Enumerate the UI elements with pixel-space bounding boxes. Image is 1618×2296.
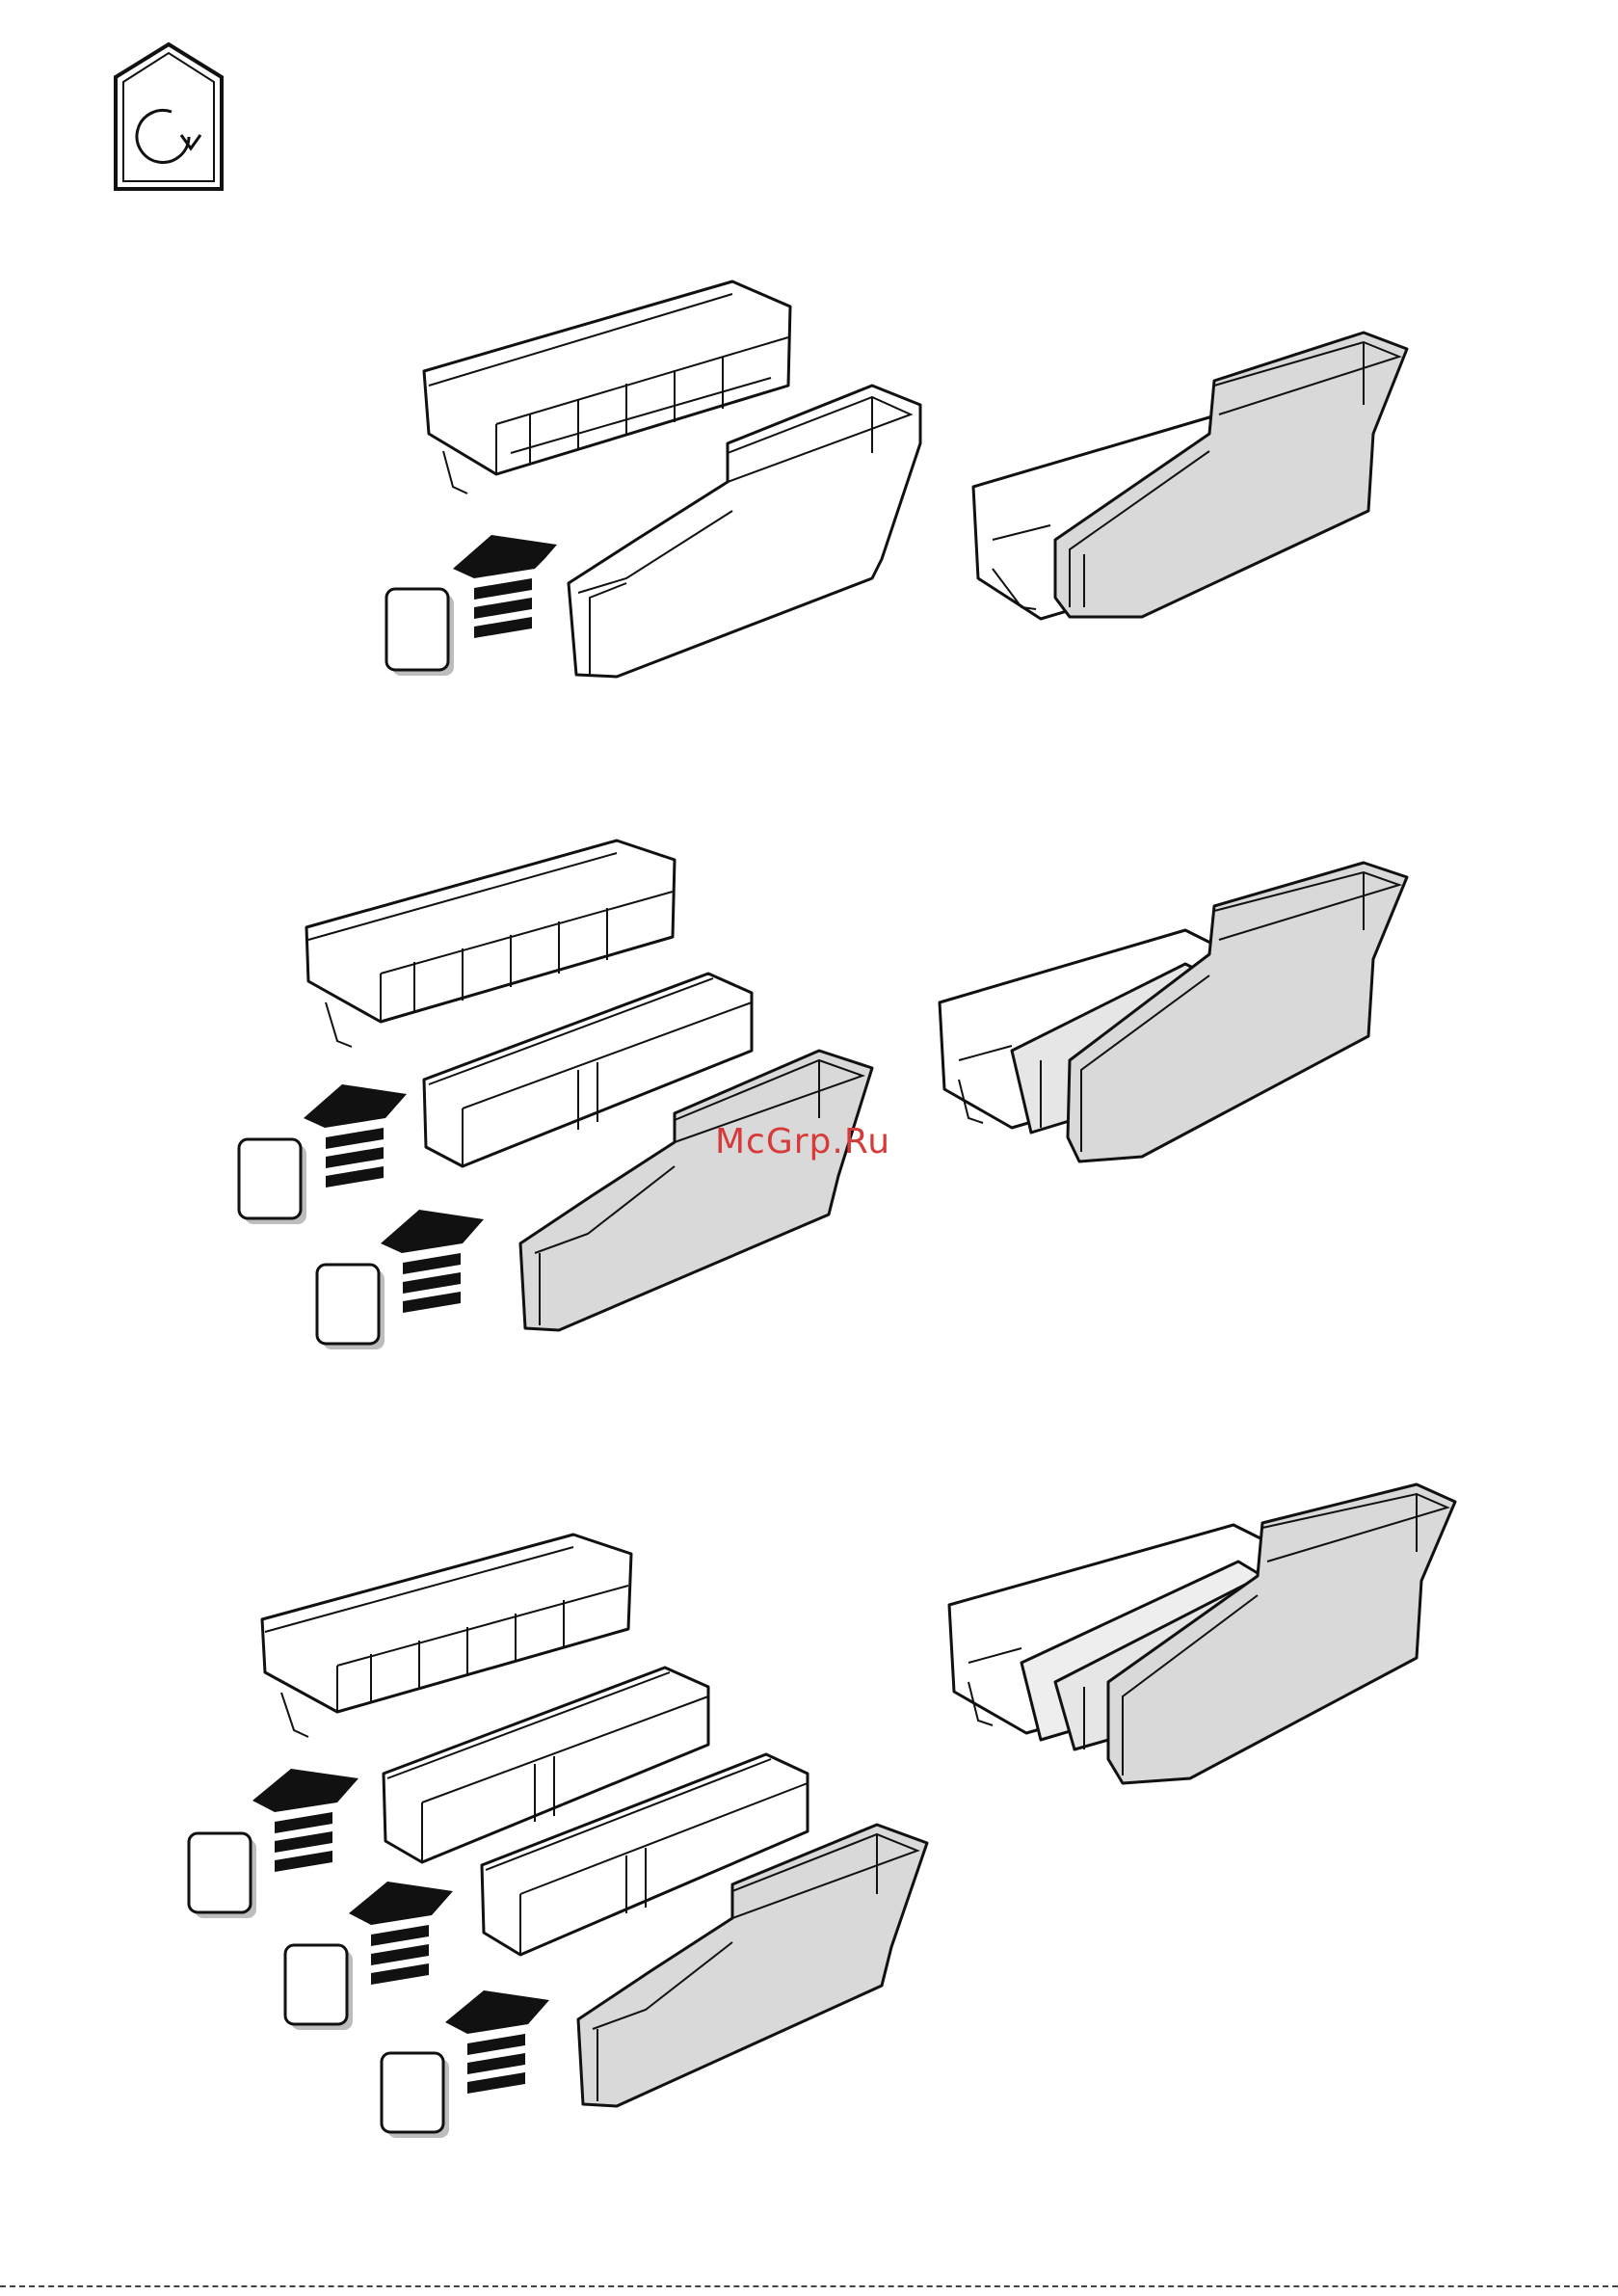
arrow-up-3a [252,1769,358,1872]
page-bottom-border [0,2285,1618,2287]
arrow-up-3c [445,1990,549,2094]
arrow-up-3b [349,1882,453,1985]
watermark-text: McGrp.Ru [715,1122,890,1161]
marker-box-3c [382,2053,443,2132]
marker-box-3b [285,1945,347,2024]
marker-box-3a [189,1833,251,1912]
assembled-3 [949,1484,1455,1783]
